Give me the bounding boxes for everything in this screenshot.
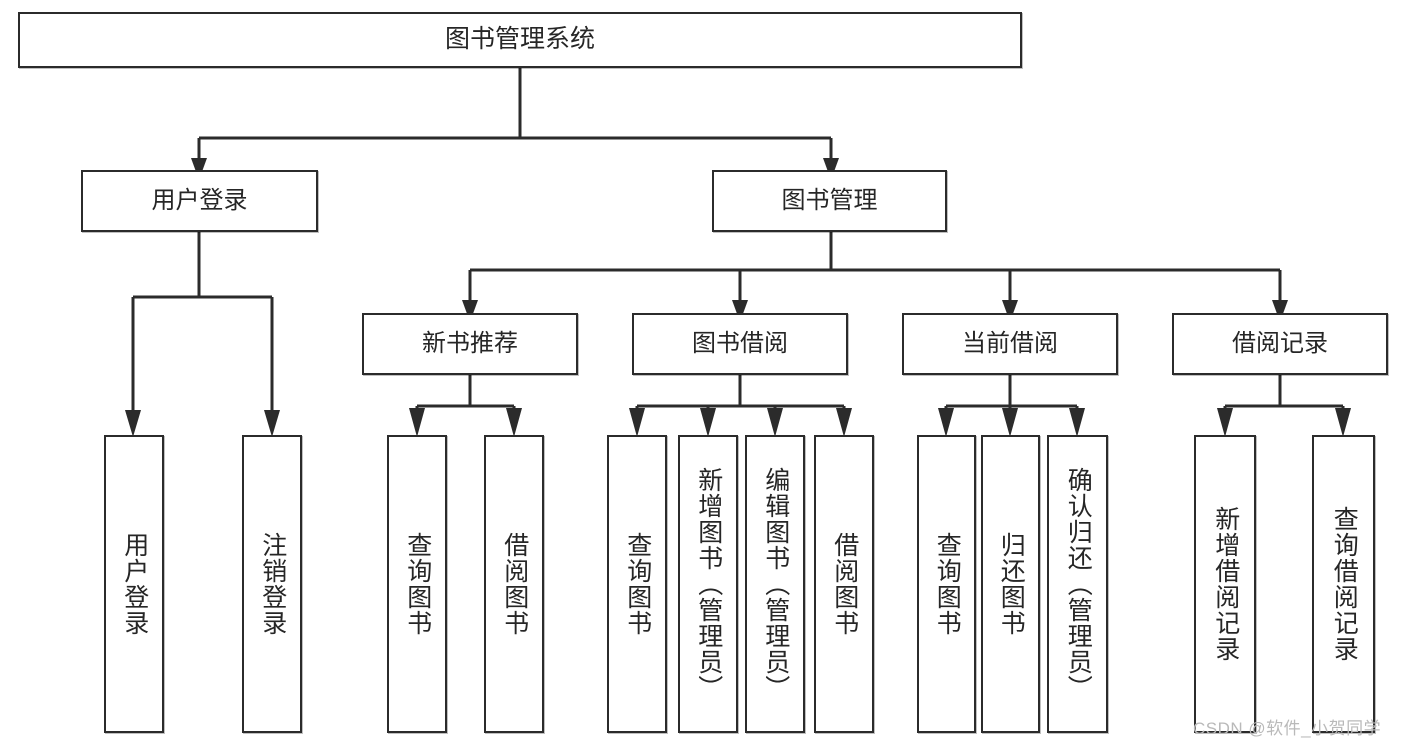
node-new-book-rec[interactable]: 新书推荐 <box>362 313 578 375</box>
node-leaf-borrow-book-1[interactable]: 借阅图书 <box>484 435 544 733</box>
node-leaf-query-record[interactable]: 查询借阅记录 <box>1312 435 1375 733</box>
node-label: 注销登录 <box>258 532 287 636</box>
node-leaf-query-book-3[interactable]: 查询图书 <box>917 435 976 733</box>
node-leaf-user-login[interactable]: 用户登录 <box>104 435 164 733</box>
node-label: 借阅记录 <box>1232 329 1328 357</box>
arrowhead-to-leaf-add-record <box>1217 408 1233 437</box>
arrowhead-to-new-book-rec <box>462 300 478 322</box>
node-label: 图书管理系统 <box>444 25 595 54</box>
arrowhead-to-leaf-edit-book <box>767 408 783 437</box>
node-label: 用户登录 <box>120 532 149 636</box>
node-label: 图书借阅 <box>692 329 788 357</box>
arrowhead-to-book-borrow <box>732 300 748 322</box>
node-label: 查询图书 <box>933 532 962 636</box>
arrowhead-to-leaf-query-book-3 <box>938 408 954 437</box>
arrowhead-to-current-borrow <box>1002 300 1018 322</box>
arrowhead-to-leaf-return-book <box>1002 408 1018 437</box>
node-label: 新增图书（管理员） <box>694 467 723 701</box>
node-label: 查询图书 <box>623 532 652 636</box>
node-leaf-query-book-2[interactable]: 查询图书 <box>607 435 667 733</box>
node-label: 借阅图书 <box>500 532 529 636</box>
node-label: 查询借阅记录 <box>1330 506 1359 662</box>
node-label: 编辑图书（管理员） <box>761 467 790 701</box>
arrowhead-to-leaf-query-record <box>1335 408 1351 437</box>
node-leaf-return-book[interactable]: 归还图书 <box>981 435 1040 733</box>
node-label: 当前借阅 <box>962 329 1058 357</box>
node-label: 新书推荐 <box>422 329 518 357</box>
arrowhead-to-borrow-record <box>1272 300 1288 322</box>
node-current-borrow[interactable]: 当前借阅 <box>902 313 1118 375</box>
arrowhead-to-book-manage <box>823 158 839 180</box>
arrowhead-to-leaf-user-login <box>125 410 141 437</box>
arrowheads <box>125 158 1351 437</box>
node-leaf-edit-book[interactable]: 编辑图书（管理员） <box>745 435 805 733</box>
node-leaf-query-book-1[interactable]: 查询图书 <box>387 435 447 733</box>
node-label: 借阅图书 <box>830 532 859 636</box>
node-leaf-borrow-book-2[interactable]: 借阅图书 <box>814 435 874 733</box>
node-label: 图书管理 <box>781 186 878 214</box>
node-book-manage[interactable]: 图书管理 <box>712 170 947 232</box>
node-label: 用户登录 <box>151 186 248 214</box>
node-label: 查询图书 <box>403 532 432 636</box>
arrowhead-to-leaf-add-book <box>700 408 716 437</box>
arrowhead-to-leaf-confirm-return <box>1069 408 1085 437</box>
node-leaf-add-book[interactable]: 新增图书（管理员） <box>678 435 738 733</box>
arrowhead-to-leaf-query-book-1 <box>409 408 425 437</box>
node-book-borrow[interactable]: 图书借阅 <box>632 313 848 375</box>
node-label: 新增借阅记录 <box>1211 506 1240 662</box>
arrowhead-to-leaf-borrow-book-2 <box>836 408 852 437</box>
arrowhead-to-leaf-logout <box>264 410 280 437</box>
node-user-login[interactable]: 用户登录 <box>81 170 318 232</box>
node-root-system[interactable]: 图书管理系统 <box>18 12 1022 68</box>
arrowhead-to-leaf-query-book-2 <box>629 408 645 437</box>
node-borrow-record[interactable]: 借阅记录 <box>1172 313 1388 375</box>
node-label: 确认归还（管理员） <box>1064 467 1093 701</box>
arrowhead-to-leaf-borrow-book-1 <box>506 408 522 437</box>
node-label: 归还图书 <box>997 532 1026 636</box>
node-leaf-add-record[interactable]: 新增借阅记录 <box>1194 435 1256 733</box>
node-leaf-confirm-return[interactable]: 确认归还（管理员） <box>1047 435 1108 733</box>
node-leaf-logout[interactable]: 注销登录 <box>242 435 302 733</box>
arrowhead-to-user-login <box>191 158 207 180</box>
